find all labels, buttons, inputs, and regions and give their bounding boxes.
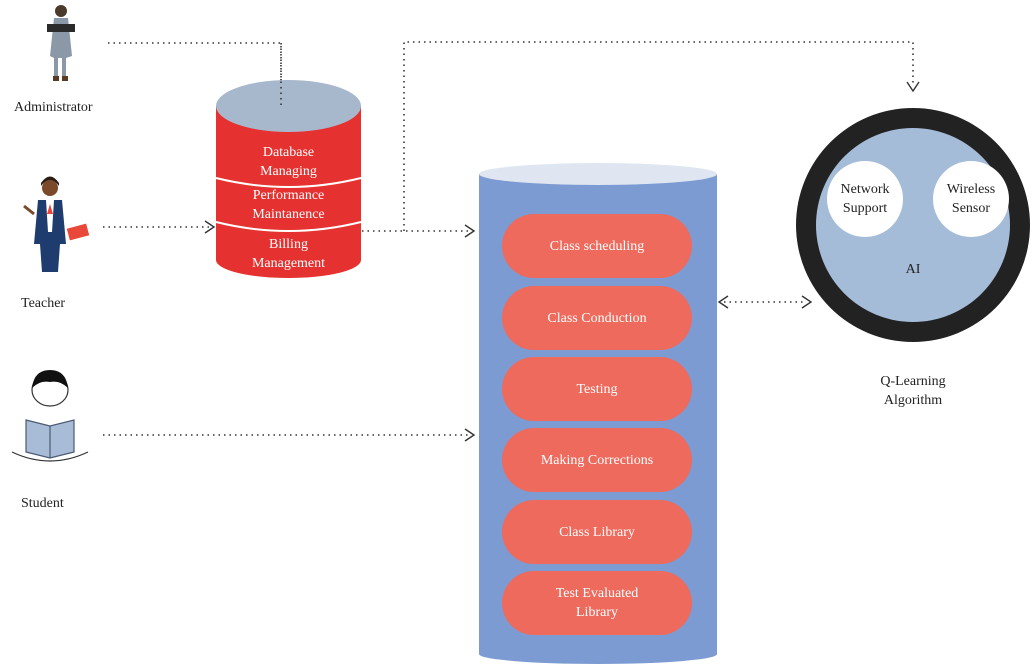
store-item: Class Conduction — [502, 286, 692, 350]
arrowhead-student-store — [464, 428, 476, 442]
arrowhead-database-store — [464, 224, 476, 238]
store-item: Testing — [502, 357, 692, 421]
administrator-figure — [47, 5, 75, 81]
student-figure — [11, 370, 89, 462]
student-label: Student — [21, 496, 64, 511]
teacher-label: Teacher — [21, 296, 66, 311]
teacher-figure — [23, 176, 90, 272]
ai-node: Network Support — [827, 161, 903, 237]
arrowhead-store-ai-right — [801, 295, 813, 309]
connector-database-ai — [403, 41, 914, 231]
database-item: Billing Management — [251, 237, 326, 271]
store-item: Test Evaluated Library — [502, 571, 692, 635]
arrowhead-database-ai — [906, 81, 920, 93]
database-item: Performance Maintanence — [252, 188, 325, 222]
arrowhead-teacher-database — [204, 220, 216, 234]
database-cylinder — [215, 80, 362, 278]
database-item: Database Managing — [260, 145, 317, 179]
ai-label: AI — [905, 262, 921, 277]
ai-caption: Q-Learning Algorithm — [880, 374, 946, 408]
store-item: Class scheduling — [502, 214, 692, 278]
ai-node: Wireless Sensor — [933, 161, 1009, 237]
store-item: Making Corrections — [502, 428, 692, 492]
administrator-label: Administrator — [14, 100, 93, 115]
store-item: Class Library — [502, 500, 692, 564]
database-labels: Database Managing Performance Maintanenc… — [216, 0, 361, 300]
arrowhead-store-ai-left — [717, 295, 729, 309]
